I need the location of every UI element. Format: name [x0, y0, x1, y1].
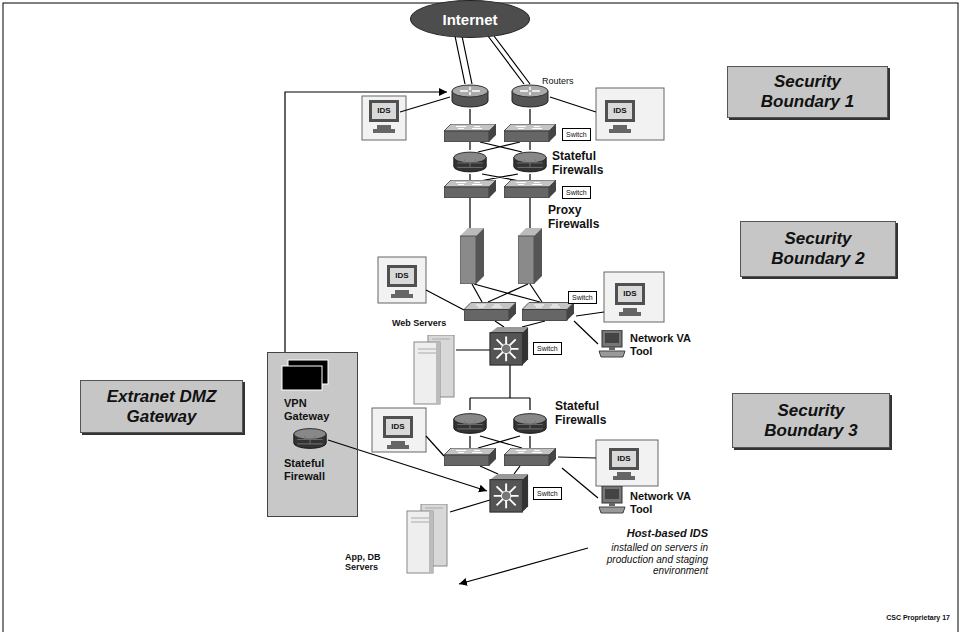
device-label: Stateful Firewalls: [555, 400, 625, 428]
ids-monitor: IDS: [369, 100, 399, 122]
note-heading: Host-based IDS: [600, 527, 708, 540]
ids-monitor: IDS: [387, 265, 417, 287]
node-text: Stateful Firewall: [284, 457, 348, 483]
node-text: Switch: [537, 344, 558, 353]
ids-monitor: IDS: [615, 283, 645, 305]
node-text: Security Boundary 2: [747, 229, 889, 269]
ids-monitor: IDS: [605, 100, 635, 122]
ids-monitor: IDS: [609, 448, 639, 470]
extranet-panel: VPN GatewayStateful Firewall: [267, 352, 358, 517]
node-text: Switch: [572, 293, 593, 302]
node-text: Security Boundary 1: [734, 72, 881, 112]
boundary-box: Security Boundary 2: [740, 221, 896, 277]
note-text: installed on servers in production and s…: [588, 542, 708, 577]
switch-tag: Switch: [562, 128, 591, 141]
monitor-bases: [373, 125, 641, 480]
switch-tag: Switch: [533, 342, 562, 355]
page-frame: [3, 3, 958, 632]
network-wires: [285, 36, 604, 584]
node-text: IDS: [611, 104, 629, 118]
node-text: Switch: [566, 188, 587, 197]
internet-cloud: Internet: [410, 0, 530, 38]
ids-boxes: [362, 88, 664, 486]
boundary-box: Security Boundary 3: [732, 393, 890, 448]
device-label: Web Servers: [392, 318, 446, 328]
device-label: Routers: [542, 76, 574, 86]
node-text: IDS: [393, 269, 411, 283]
node-text: IDS: [615, 452, 633, 466]
extranet-panel-fill: [267, 352, 358, 517]
device-label: App, DB Servers: [345, 552, 400, 573]
node-text: Switch: [537, 489, 558, 498]
node-text: IDS: [389, 420, 407, 434]
device-label: Proxy Firewalls: [548, 204, 618, 232]
network-devices: [282, 85, 625, 573]
device-label: Network VA Tool: [630, 490, 696, 515]
node-text: IDS: [375, 104, 393, 118]
switch-tag: Switch: [533, 487, 562, 500]
switch-tag: Switch: [568, 291, 597, 304]
node-text: IDS: [621, 287, 639, 301]
device-label: Network VA Tool: [630, 332, 696, 357]
node-text: Internet: [442, 11, 497, 28]
boundary-box: Security Boundary 1: [727, 66, 888, 118]
node-text: Security Boundary 3: [739, 401, 883, 441]
node-text: Extranet DMZ Gateway: [87, 387, 236, 427]
ids-monitor: IDS: [383, 416, 413, 438]
device-label: Stateful Firewalls: [552, 150, 622, 178]
node-text: Switch: [566, 130, 587, 139]
footer-text: CSC Proprietary 17: [800, 614, 950, 622]
switch-tag: Switch: [562, 186, 591, 199]
node-text: VPN Gateway: [284, 397, 348, 423]
gateway-box: Extranet DMZ Gateway: [80, 380, 243, 433]
